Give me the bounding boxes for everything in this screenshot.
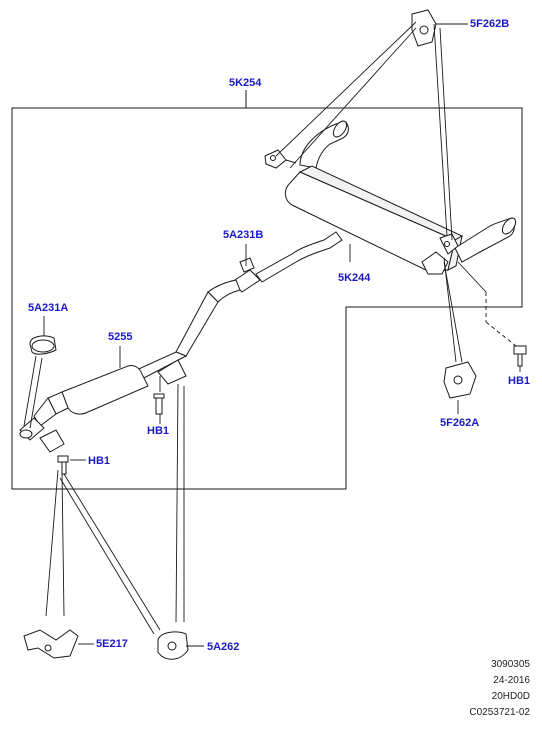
label-5F262A: 5F262A [440, 417, 480, 429]
assembly-boundary [11, 107, 523, 490]
label-5A231A: 5A231A [28, 302, 69, 314]
label-5A231B: 5A231B [223, 229, 264, 241]
reference-line-4: C0253721-02 [469, 707, 530, 718]
label-5K254: 5K254 [229, 77, 262, 89]
label-HB1-center: HB1 [147, 425, 170, 437]
centre-muffler-5255 [19, 291, 219, 453]
reference-line-1: 3090305 [491, 659, 530, 670]
reference-code-block: 3090305 24-2016 20HD0D C0253721-02 [469, 659, 530, 719]
label-5255: 5255 [108, 331, 133, 343]
intermediate-pipe [207, 231, 343, 303]
rear-muffler-5K244 [264, 120, 517, 275]
label-5K244: 5K244 [338, 272, 371, 284]
reference-line-3: 20HD0D [491, 691, 530, 702]
label-5E217: 5E217 [96, 638, 128, 650]
label-HB1-left: HB1 [88, 455, 111, 467]
label-HB1-right: HB1 [508, 375, 531, 387]
leader-lines [23, 21, 521, 647]
label-5F262B: 5F262B [470, 18, 510, 30]
label-5A262: 5A262 [207, 641, 240, 653]
reference-line-2: 24-2016 [493, 675, 530, 686]
hardware-parts [23, 9, 527, 660]
